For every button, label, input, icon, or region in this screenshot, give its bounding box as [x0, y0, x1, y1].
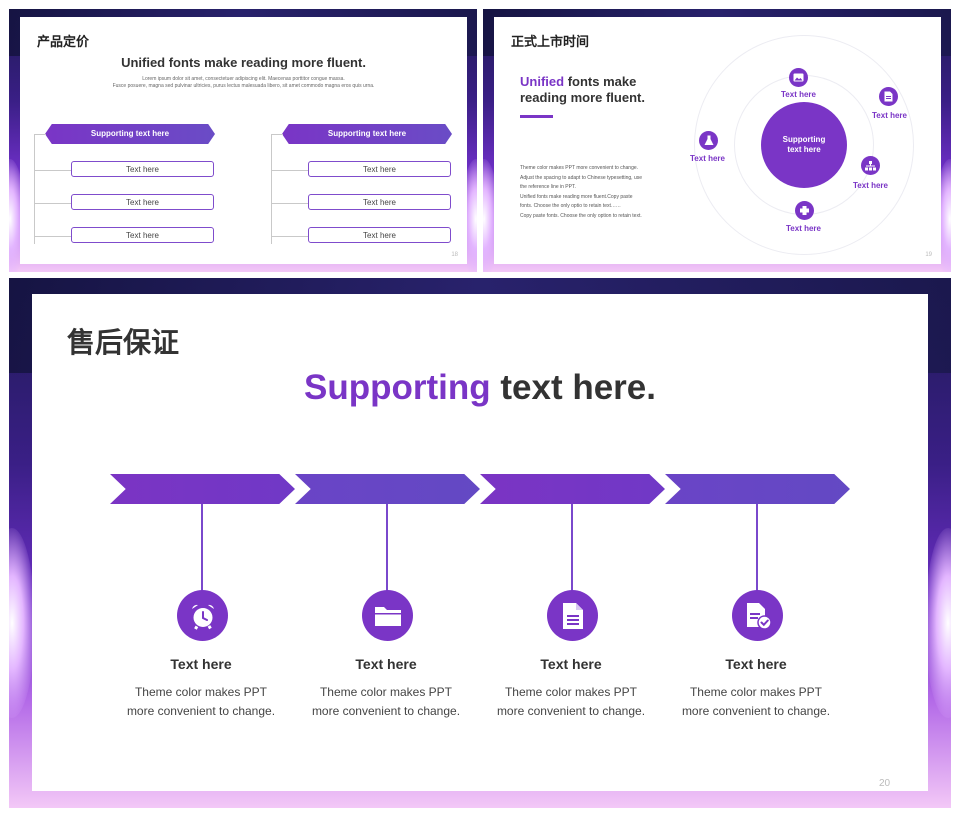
body-line: Unified fonts make reading more fluent.C…: [520, 193, 633, 200]
slide-title: 售后保证: [67, 327, 180, 358]
step-description: Theme color makes PPT more convenient to…: [111, 683, 291, 721]
step-description: Theme color makes PPT more convenient to…: [296, 683, 476, 721]
body-line: Copy paste fonts. Choose the only option…: [520, 212, 642, 219]
page-number: 19: [925, 252, 932, 258]
step-description-line: more convenient to change.: [311, 704, 461, 718]
timeline-connector: [386, 504, 388, 592]
node-label: Text here: [781, 90, 816, 99]
step-description-line: Theme color makes PPT: [504, 685, 638, 699]
step-description-line: Theme color makes PPT: [689, 685, 823, 699]
step-title: Text here: [725, 656, 787, 672]
list-item: Text here: [308, 194, 451, 210]
step-description-line: more convenient to change.: [681, 704, 831, 718]
timeline-arrow-1: [110, 474, 295, 504]
connector-line: [34, 236, 71, 237]
alarm-clock-icon: [177, 590, 228, 641]
body-line-1: Lorem ipsum dolor sit amet, consectetuer…: [142, 76, 345, 82]
step-title: Text here: [355, 656, 417, 672]
headline: Supporting text here.: [32, 368, 928, 408]
node-label: Text here: [872, 111, 907, 120]
node-label: Text here: [853, 181, 888, 190]
connector-line: [34, 134, 46, 135]
headline-rest: fonts make: [567, 74, 637, 89]
slide-card: 产品定价 Unified fonts make reading more flu…: [20, 17, 467, 264]
step-description-line: more convenient to change.: [496, 704, 646, 718]
document-icon: [547, 590, 598, 641]
timeline-arrow-3: [480, 474, 665, 504]
node-label: Text here: [690, 154, 725, 163]
slide-title: 产品定价: [37, 34, 90, 49]
timeline-connector: [201, 504, 203, 592]
timeline-arrow-4: [665, 474, 850, 504]
step-title: Text here: [540, 656, 602, 672]
headline-line-2: reading more fluent.: [520, 90, 645, 105]
folder-icon: [362, 590, 413, 641]
headline-accent: Supporting: [304, 368, 491, 407]
puzzle-icon: [795, 201, 814, 220]
body-line-2: Fusce posuere, magna sed pulvinar ultric…: [112, 83, 375, 89]
connector-line: [271, 134, 283, 135]
node-label: Text here: [786, 224, 821, 233]
body-text: Theme color makes PPT more convenient to…: [520, 164, 642, 222]
headline: Unified fonts make reading more fluent.: [121, 55, 366, 70]
body-line: the reference line in PPT.: [520, 184, 576, 191]
slide-thumbnail-18[interactable]: 产品定价 Unified fonts make reading more flu…: [9, 9, 477, 272]
timeline-arrow-2: [295, 474, 480, 504]
headline-accent: Unified: [520, 74, 565, 89]
body-line: fonts. Choose the only optio to retain t…: [520, 203, 621, 210]
connector-line: [34, 203, 71, 204]
document-check-icon: [732, 590, 783, 641]
accent-underline: [520, 115, 553, 118]
step-description: Theme color makes PPT more convenient to…: [481, 683, 661, 721]
list-item: Text here: [308, 227, 451, 243]
flask-icon: [699, 131, 718, 150]
group-header: Supporting text here: [45, 124, 215, 144]
list-item: Text here: [71, 227, 214, 243]
list-item: Text here: [71, 161, 214, 177]
slide-title: 正式上市时间: [511, 34, 590, 49]
body-line: Adjust the spacing to adapt to Chinese t…: [520, 174, 643, 181]
decorative-glow: [925, 528, 951, 718]
slide-card: 售后保证 Supporting text here.: [32, 294, 928, 791]
center-label: text here: [787, 145, 821, 154]
center-label: Supporting: [782, 135, 826, 144]
step-description-line: Theme color makes PPT: [319, 685, 453, 699]
connector-line: [34, 134, 35, 244]
document-icon: [879, 87, 898, 106]
slide-card: 正式上市时间 Unified fonts make reading more f…: [494, 17, 941, 264]
list-item: Text here: [308, 161, 451, 177]
image-icon: [789, 68, 808, 87]
connector-line: [271, 236, 308, 237]
list-item: Text here: [71, 194, 214, 210]
page-number: 20: [879, 778, 891, 789]
timeline-connector: [571, 504, 573, 592]
timeline-connector: [756, 504, 758, 592]
sitemap-icon: [861, 156, 880, 175]
slide-thumbnail-19[interactable]: 正式上市时间 Unified fonts make reading more f…: [483, 9, 951, 272]
step-description-line: Theme color makes PPT: [134, 685, 268, 699]
center-circle: Supporting text here: [761, 102, 847, 188]
body-line: Theme color makes PPT more convenient to…: [520, 165, 639, 171]
connector-line: [271, 134, 272, 244]
step-description-line: more convenient to change.: [126, 704, 276, 718]
page-number: 18: [451, 252, 458, 258]
outer-ring: [694, 35, 914, 255]
headline: Unified fonts make reading more fluent.: [520, 74, 645, 106]
connector-line: [271, 203, 308, 204]
step-title: Text here: [170, 656, 232, 672]
group-header: Supporting text here: [282, 124, 452, 144]
connector-line: [271, 170, 308, 171]
step-description: Theme color makes PPT more convenient to…: [666, 683, 846, 721]
connector-line: [34, 170, 71, 171]
headline-rest: text here.: [500, 368, 656, 407]
